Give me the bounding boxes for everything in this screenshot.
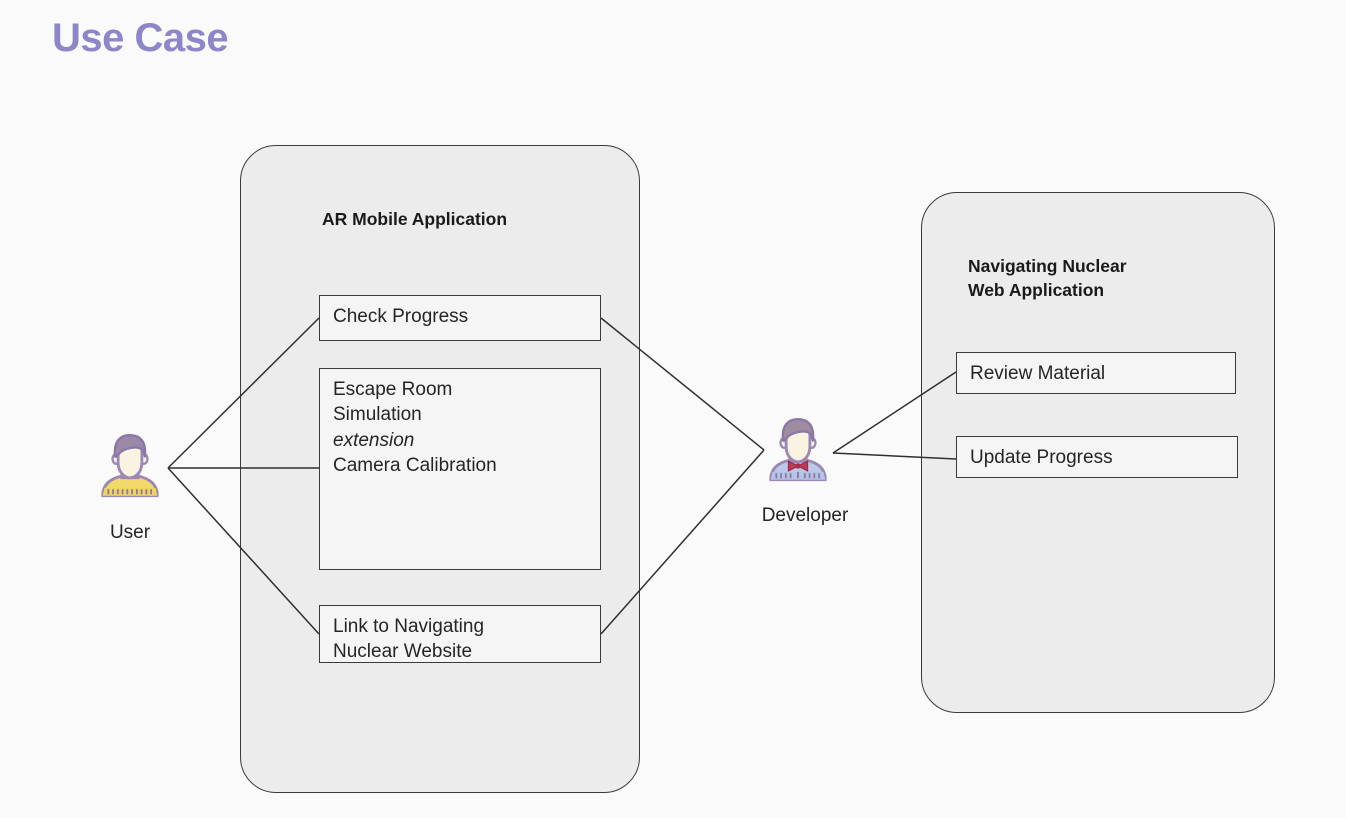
page-title: Use Case xyxy=(52,16,229,60)
actor-user[interactable] xyxy=(92,428,168,509)
usecase-check-progress[interactable]: Check Progress xyxy=(319,295,601,341)
actor-label-developer: Developer xyxy=(761,505,849,526)
system-title-ar-mobile-application: AR Mobile Application xyxy=(322,209,508,229)
usecase-link-to-website[interactable]: Link to Navigating Nuclear Website xyxy=(319,605,601,663)
usecase-escape-room-line2: Camera Calibration xyxy=(333,455,497,477)
user-avatar-icon xyxy=(101,433,159,498)
usecase-review-material[interactable]: Review Material xyxy=(956,352,1236,394)
usecase-escape-room-line1: Escape Room Simulation xyxy=(333,379,453,426)
actor-developer[interactable] xyxy=(760,412,836,493)
actor-label-user: User xyxy=(109,522,151,543)
usecase-escape-room-extension-label: extension xyxy=(333,429,415,451)
developer-avatar-icon xyxy=(769,417,827,482)
usecase-update-progress[interactable]: Update Progress xyxy=(956,436,1238,478)
bow-tie-icon xyxy=(787,460,809,472)
system-title-navigating-nuclear-web-application: Navigating Nuclear Web Application xyxy=(968,256,1127,300)
